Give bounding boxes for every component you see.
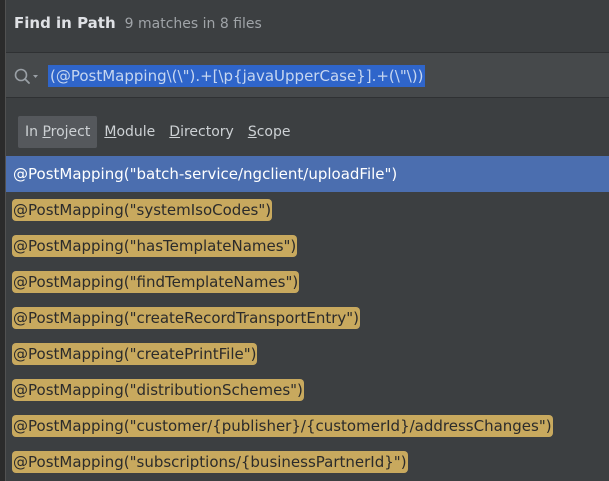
result-row[interactable]: @PostMapping("subscriptions/{businessPar… bbox=[6, 444, 609, 480]
result-match-text: @PostMapping("distributionSchemes") bbox=[12, 379, 304, 401]
search-field-row[interactable]: (@PostMapping\(\").+[\p{javaUpperCase}].… bbox=[6, 52, 609, 98]
result-match-text: @PostMapping("findTemplateNames") bbox=[12, 271, 300, 293]
result-match-text: @PostMapping("systemIsoCodes") bbox=[12, 199, 273, 221]
result-match-text: @PostMapping("createRecordTransportEntry… bbox=[12, 307, 360, 329]
search-input[interactable]: (@PostMapping\(\").+[\p{javaUpperCase}].… bbox=[48, 65, 426, 87]
result-row[interactable]: @PostMapping("systemIsoCodes") bbox=[6, 192, 609, 228]
result-match-text: @PostMapping("createPrintFile") bbox=[12, 343, 258, 365]
result-row[interactable]: @PostMapping("batch-service/ngclient/upl… bbox=[6, 156, 609, 192]
popup-title: Find in Path bbox=[14, 14, 116, 32]
result-match-text: @PostMapping("customer/{publisher}/{cust… bbox=[12, 415, 553, 437]
scope-tab-scope[interactable]: Scope bbox=[247, 124, 291, 140]
find-in-path-popup: Find in Path 9 matches in 8 files (@Post… bbox=[6, 0, 609, 481]
result-row[interactable]: @PostMapping("customer/{publisher}/{cust… bbox=[6, 408, 609, 444]
match-summary: 9 matches in 8 files bbox=[124, 16, 262, 32]
scope-tabs: In Project Module Directory Scope bbox=[18, 116, 297, 148]
scope-tab-module[interactable]: Module bbox=[104, 124, 156, 140]
results-list: @PostMapping("batch-service/ngclient/upl… bbox=[6, 156, 609, 480]
scope-tab-in-project[interactable]: In Project bbox=[18, 116, 98, 148]
popup-header: Find in Path 9 matches in 8 files bbox=[14, 14, 262, 38]
result-match-text: @PostMapping("batch-service/ngclient/upl… bbox=[13, 165, 398, 183]
editor-background bbox=[0, 0, 6, 481]
search-icon[interactable] bbox=[13, 67, 41, 85]
result-match-text: @PostMapping("hasTemplateNames") bbox=[12, 235, 298, 257]
scope-tab-directory[interactable]: Directory bbox=[169, 124, 234, 140]
result-row[interactable]: @PostMapping("findTemplateNames") bbox=[6, 264, 609, 300]
result-match-text: @PostMapping("subscriptions/{businessPar… bbox=[12, 451, 408, 473]
result-row[interactable]: @PostMapping("createRecordTransportEntry… bbox=[6, 300, 609, 336]
result-row[interactable]: @PostMapping("createPrintFile") bbox=[6, 336, 609, 372]
result-row[interactable]: @PostMapping("hasTemplateNames") bbox=[6, 228, 609, 264]
result-row[interactable]: @PostMapping("distributionSchemes") bbox=[6, 372, 609, 408]
